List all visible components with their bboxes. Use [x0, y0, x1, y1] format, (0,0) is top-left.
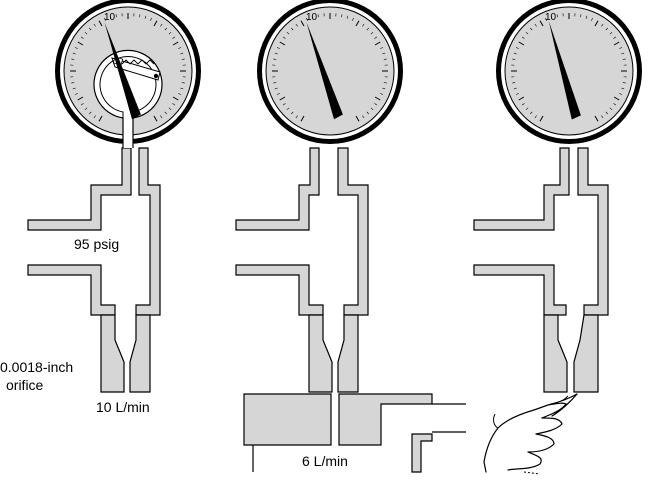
middle-gauge: 10 [257, 0, 403, 144]
orifice-label-line1: 0.0018-inch [0, 359, 73, 375]
middle-fitting-body-right [338, 148, 368, 315]
left-flow-label: 10 L/min [96, 399, 150, 415]
middle-gauge-face [266, 7, 394, 135]
right-assembly: 10 [474, 0, 642, 474]
right-gauge-scale-label: 10 [545, 12, 557, 23]
left-nozzle-right [130, 315, 150, 392]
middle-flow-label: 6 L/min [302, 453, 348, 469]
right-fitting-body [474, 148, 569, 230]
middle-fitting-body [236, 148, 319, 230]
middle-nozzle [309, 315, 332, 392]
right-gauge: 10 [496, 0, 642, 144]
middle-nozzle-right [338, 315, 358, 392]
middle-inlet-lower [236, 265, 323, 315]
right-inlet-lower [474, 265, 566, 315]
hand-pointing-icon [484, 394, 577, 474]
right-fitting-body-right [578, 148, 608, 315]
middle-assembly: 10 6 L/min [236, 0, 466, 472]
right-nozzle [544, 315, 567, 392]
right-nozzle-right [574, 315, 598, 392]
left-assembly: 10 95 psig 0.0018-inch orifice 10 L/min [0, 0, 201, 415]
middle-block-corner [412, 434, 432, 472]
left-inlet-lower [28, 265, 115, 315]
left-gauge-scale-label: 10 [104, 12, 116, 23]
orifice-label-line2: orifice [6, 377, 44, 393]
pressure-label: 95 psig [74, 236, 119, 252]
left-fitting-body-right [136, 148, 160, 315]
left-fitting-body [28, 148, 131, 230]
middle-block-left [244, 394, 331, 445]
left-nozzle [101, 315, 124, 392]
left-gauge: 10 [55, 0, 201, 148]
right-gauge-face [505, 7, 633, 135]
middle-gauge-scale-label: 10 [306, 12, 318, 23]
